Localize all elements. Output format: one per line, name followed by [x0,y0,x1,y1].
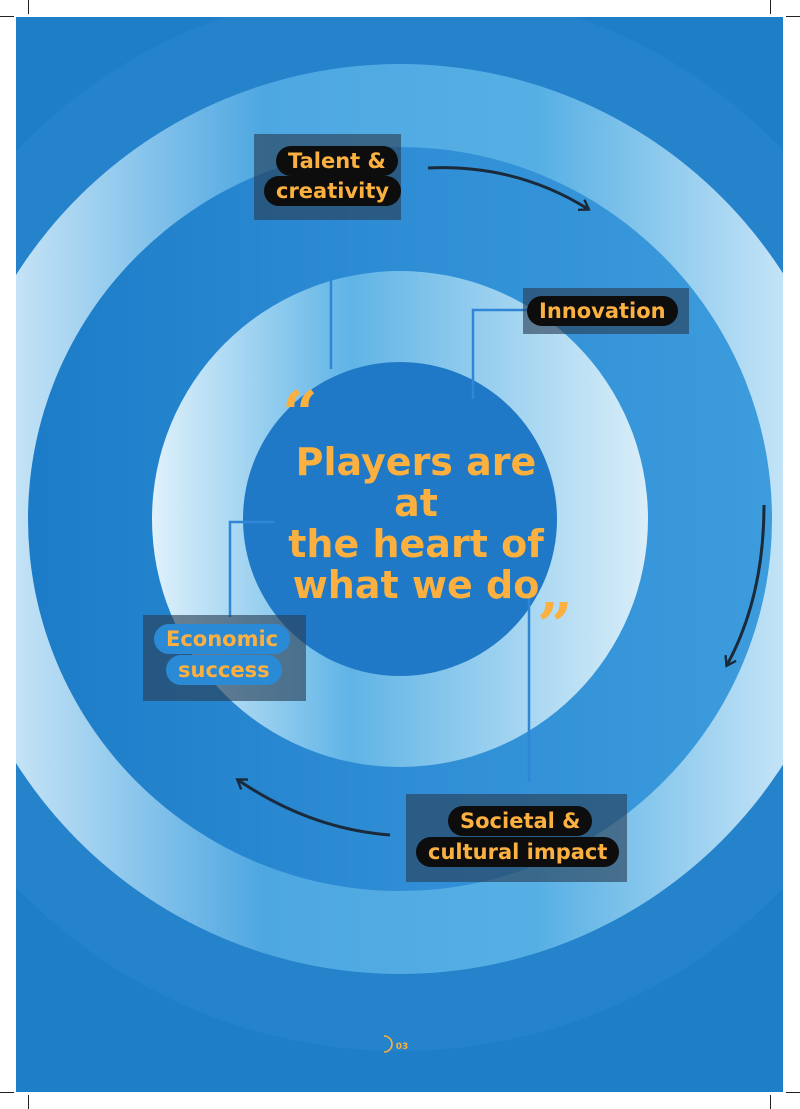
cycle-arrow-top [427,166,591,212]
node-talent-line1: Talent & [276,146,398,176]
headline-line: the heart of [288,522,544,566]
node-economic-line1: Economic [154,624,291,654]
node-talent-line2: creativity [264,176,402,206]
crop-mark [770,0,771,14]
node-societal-line2: cultural impact [416,837,620,867]
page-number-ring [383,1035,393,1053]
node-societal-line1: Societal & [448,806,593,836]
crop-mark [0,1092,14,1093]
cycle-arrow-right [724,504,766,668]
crop-mark [786,16,800,17]
headline-line: Players are at [295,440,537,525]
headline-line: what we do [292,563,540,607]
open-quote-mark: “ [282,377,318,450]
headline-quote: Players are at the heart of what we do [276,442,556,606]
node-economic-line2: success [166,655,282,685]
page-panel: Talent & creativity Innovation Economic … [16,17,783,1092]
node-innovation-label: Innovation [527,296,678,326]
crop-mark [28,1095,29,1109]
crop-mark [786,1092,800,1093]
cycle-arrow-bottom [235,778,391,837]
page-number: 03 [395,1042,409,1052]
connector-economic [228,520,274,617]
crop-mark [28,0,29,14]
close-quote-mark: ” [537,589,573,662]
core-circle [243,362,557,676]
crop-mark [0,16,14,17]
crop-mark [770,1095,771,1109]
